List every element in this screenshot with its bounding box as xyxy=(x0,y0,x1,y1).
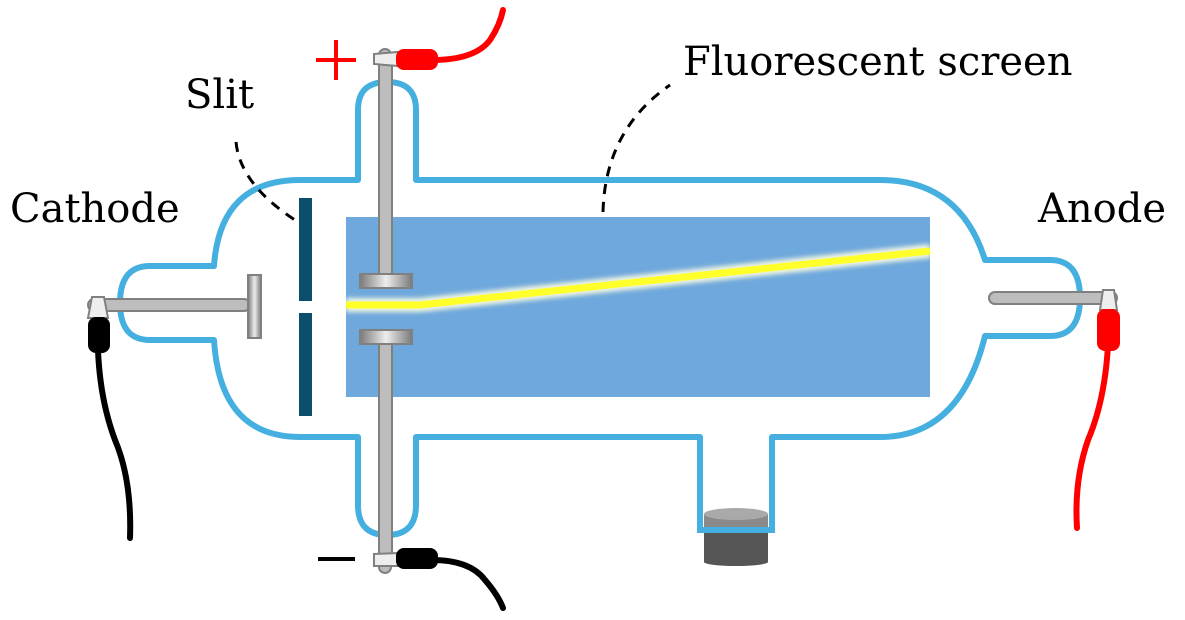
cathode-rod xyxy=(87,298,251,312)
cathode-disc xyxy=(247,274,262,339)
fluorescent-screen-label: Fluorescent screen xyxy=(683,39,1073,85)
cathode-wire xyxy=(95,347,134,541)
positive-clip xyxy=(373,48,438,70)
anode-rod xyxy=(988,291,1118,305)
slit-plate-top xyxy=(299,198,312,301)
slit-label: Slit xyxy=(185,72,254,118)
magnet-icon xyxy=(704,508,768,566)
screen-leader-line xyxy=(601,83,671,213)
glass-tube-well xyxy=(697,437,775,533)
anode-label: Anode xyxy=(1037,186,1166,232)
positive-wire xyxy=(429,7,506,63)
anode-clip xyxy=(1097,289,1120,351)
anode-wire xyxy=(1073,342,1111,531)
slit-plate-bottom xyxy=(299,313,312,416)
negative-wire xyxy=(429,557,506,611)
positive-deflection-plate xyxy=(359,273,413,289)
plus-sign-icon xyxy=(316,40,356,80)
slit-leader-line xyxy=(234,141,299,224)
cathode-label: Cathode xyxy=(10,186,180,232)
negative-clip xyxy=(373,548,438,574)
negative-electrode-rod xyxy=(378,341,393,558)
negative-deflection-plate xyxy=(359,329,413,345)
electron-beam xyxy=(346,244,931,312)
cathode-clip xyxy=(86,296,110,353)
positive-electrode-rod xyxy=(378,57,393,276)
